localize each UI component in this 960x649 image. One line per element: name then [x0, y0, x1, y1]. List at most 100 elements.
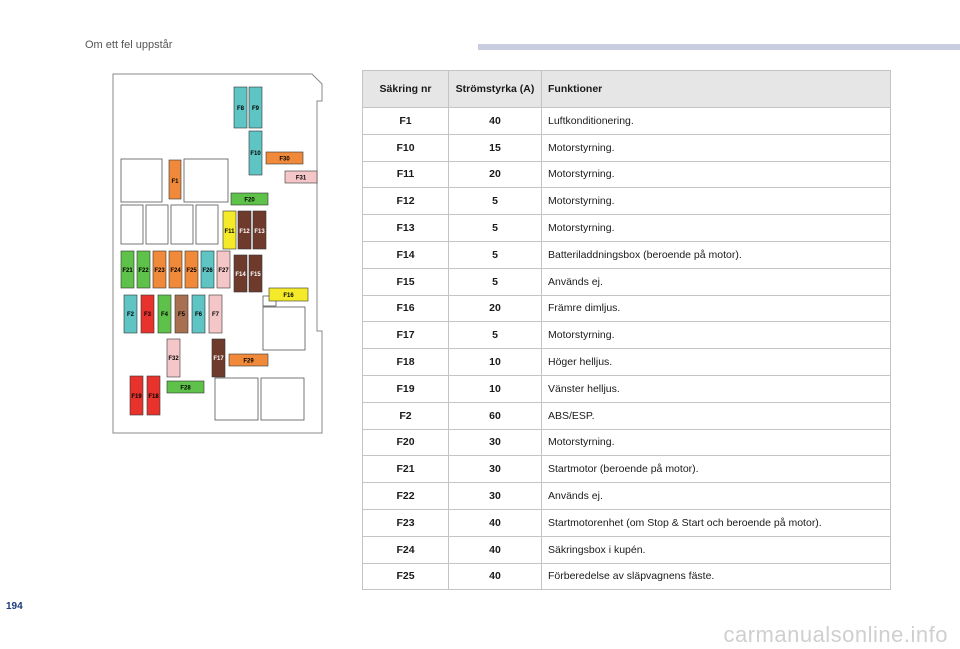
fuse-number-cell: F12: [362, 187, 449, 216]
fuse-F29: F29: [228, 353, 269, 367]
watermark: carmanualsonline.info: [723, 622, 948, 647]
fuse-F22: F22: [136, 250, 151, 289]
fuse-F32: F32: [166, 338, 181, 378]
current-cell: 30: [448, 428, 542, 457]
fuse-number-cell: F13: [362, 214, 449, 242]
header-functions: Funktioner: [541, 70, 891, 108]
svg-text:F3: F3: [144, 312, 152, 318]
svg-text:F2: F2: [127, 312, 135, 318]
header-accent-bar: [478, 44, 960, 50]
fuse-table: Säkring nr Strömstyrka (A) Funktioner F1…: [362, 70, 891, 591]
header-fuse-number: Säkring nr: [362, 70, 449, 108]
fuse-F4: F4: [157, 294, 172, 334]
svg-text:F8: F8: [237, 106, 245, 112]
fuse-F10: F10: [248, 130, 263, 176]
fuse-F14: F14: [233, 254, 248, 293]
function-cell: Används ej.: [541, 267, 891, 296]
fuse-F2: F2: [123, 294, 138, 334]
svg-text:F10: F10: [250, 151, 261, 157]
svg-text:F7: F7: [212, 312, 220, 318]
current-cell: 10: [448, 374, 542, 403]
fuse-number-cell: F22: [362, 482, 449, 510]
svg-text:F1: F1: [171, 179, 179, 185]
fuse-number-cell: F17: [362, 321, 449, 350]
fuse-F8: F8: [233, 86, 248, 129]
svg-text:F32: F32: [168, 356, 179, 362]
fuse-F7: F7: [208, 294, 223, 334]
svg-text:F27: F27: [218, 268, 229, 274]
svg-text:F5: F5: [178, 312, 186, 318]
current-cell: 40: [448, 508, 542, 537]
function-cell: Höger helljus.: [541, 348, 891, 376]
function-cell: Används ej.: [541, 482, 891, 510]
current-cell: 30: [448, 482, 542, 510]
svg-text:F29: F29: [243, 359, 254, 365]
function-cell: Motorstyrning.: [541, 133, 891, 162]
fuse-F26: F26: [200, 250, 215, 289]
svg-text:F16: F16: [283, 293, 294, 299]
svg-text:F4: F4: [161, 312, 169, 318]
fuse-F9: F9: [248, 86, 263, 129]
fuse-F17: F17: [211, 338, 226, 378]
fuse-F27: F27: [216, 250, 231, 289]
section-title: Om ett fel uppstår: [85, 39, 173, 51]
fuse-F21: F21: [120, 250, 135, 289]
fuse-F16: F16: [268, 287, 309, 302]
fuse-box-diagram: F8 F9 F10 F30 F31 F1 F20 F11 F12 F13 F21…: [110, 71, 326, 437]
current-cell: 5: [448, 321, 542, 350]
current-cell: 30: [448, 455, 542, 484]
svg-text:F20: F20: [244, 198, 255, 204]
function-cell: Vänster helljus.: [541, 374, 891, 403]
fuse-number-cell: F25: [362, 562, 449, 591]
current-cell: 5: [448, 187, 542, 216]
current-cell: 5: [448, 214, 542, 242]
fuse-number-cell: F14: [362, 240, 449, 269]
current-cell: 40: [448, 535, 542, 564]
fuse-F23: F23: [152, 250, 167, 289]
svg-text:F24: F24: [170, 268, 181, 274]
svg-text:F19: F19: [131, 394, 142, 400]
fuse-number-cell: F19: [362, 374, 449, 403]
function-cell: Luftkonditionering.: [541, 107, 891, 135]
fuse-number-cell: F2: [362, 401, 449, 430]
page-number: 194: [6, 601, 23, 612]
svg-text:F14: F14: [235, 272, 246, 278]
svg-text:F12: F12: [239, 229, 250, 235]
fuse-F3: F3: [140, 294, 155, 334]
svg-text:F17: F17: [213, 356, 224, 362]
fuse-number-cell: F24: [362, 535, 449, 564]
fuse-F18: F18: [146, 375, 161, 416]
current-cell: 40: [448, 562, 542, 591]
svg-text:F18: F18: [148, 394, 159, 400]
current-cell: 10: [448, 348, 542, 376]
function-cell: Batteriladdningsbox (beroende på motor).: [541, 240, 891, 269]
function-cell: Motorstyrning.: [541, 428, 891, 457]
fuse-F12: F12: [237, 210, 252, 250]
fuse-F31: F31: [284, 170, 318, 184]
current-cell: 5: [448, 240, 542, 269]
svg-text:F15: F15: [250, 272, 261, 278]
current-cell: 20: [448, 294, 542, 323]
function-cell: Motorstyrning.: [541, 160, 891, 189]
fuse-number-cell: F10: [362, 133, 449, 162]
fuse-F25: F25: [184, 250, 199, 289]
svg-text:F11: F11: [224, 229, 235, 235]
svg-text:F25: F25: [186, 268, 197, 274]
fuse-F19: F19: [129, 375, 144, 416]
fuse-F20: F20: [230, 192, 269, 206]
fuse-F6: F6: [191, 294, 206, 334]
svg-text:F6: F6: [195, 312, 203, 318]
svg-text:F23: F23: [154, 268, 165, 274]
fuse-number-cell: F21: [362, 455, 449, 484]
fuse-F1: F1: [168, 159, 182, 200]
